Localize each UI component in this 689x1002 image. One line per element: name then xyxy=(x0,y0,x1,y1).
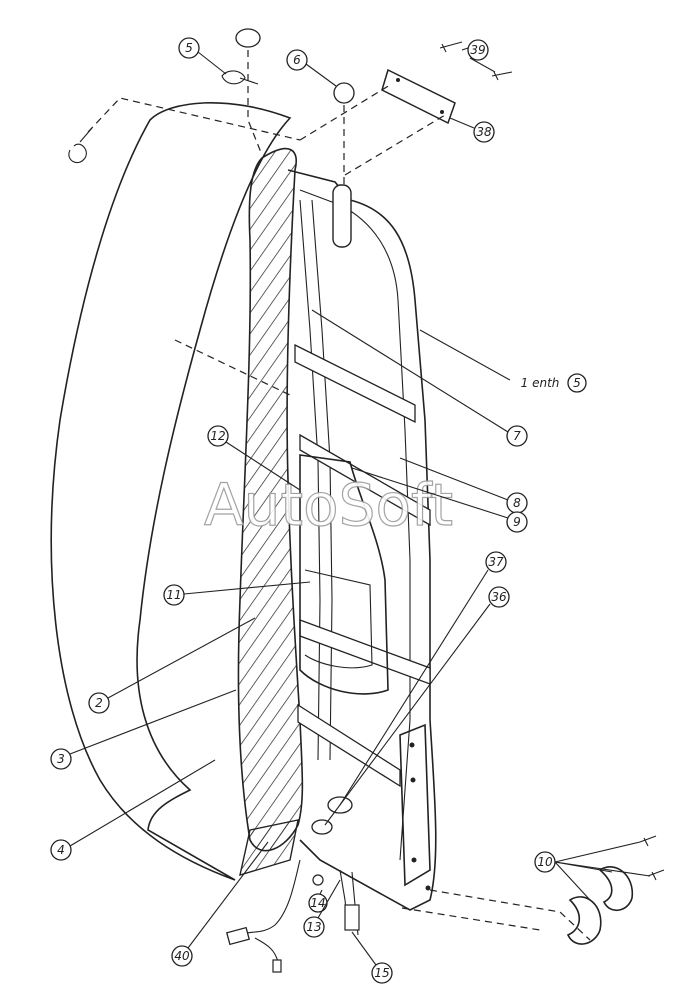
callout-10: 10 xyxy=(534,841,651,901)
callout-2: 2 xyxy=(88,617,256,714)
lumbar-plate-inner xyxy=(304,569,373,669)
callout-6: 6 xyxy=(286,49,337,87)
callout-11: 11 xyxy=(163,581,311,606)
bracket-hole-2 xyxy=(410,777,416,783)
assembly-line-3 xyxy=(299,84,391,141)
svg-text:40: 40 xyxy=(174,949,190,963)
cover-plate-hole-1 xyxy=(396,78,400,82)
screw-10a xyxy=(639,835,657,847)
callout-39: 39 xyxy=(461,39,496,73)
clip-5 xyxy=(221,70,259,85)
clip-14 xyxy=(312,874,324,886)
seat-frame xyxy=(287,169,437,911)
adjuster-knob-2 xyxy=(311,819,333,835)
callout-36: 36 xyxy=(324,586,510,826)
svg-text:14: 14 xyxy=(310,896,325,910)
connector-plug xyxy=(225,926,251,946)
callout-12: 12 xyxy=(207,425,301,491)
trim-piece-b xyxy=(598,866,633,911)
callout-38: 38 xyxy=(449,117,495,143)
callout-5: 5 xyxy=(178,37,227,75)
terminal-15 xyxy=(344,904,360,931)
trim-piece-a xyxy=(566,896,602,945)
svg-text:15: 15 xyxy=(374,966,389,980)
svg-text:37: 37 xyxy=(488,555,504,569)
bracket-hole-1 xyxy=(409,742,415,748)
cover-plate-hole-2 xyxy=(440,110,444,114)
cover-plate xyxy=(381,68,456,125)
assembly-line-6 xyxy=(401,907,541,931)
back-panel-foot xyxy=(239,819,299,877)
callout-4: 4 xyxy=(50,759,216,861)
callout-37: 37 xyxy=(339,551,507,806)
svg-text:6: 6 xyxy=(293,53,301,67)
assembly-line-1 xyxy=(247,50,263,156)
cap-6 xyxy=(333,82,355,104)
cross-strap-upper xyxy=(294,343,416,424)
watermark: AutoSoft xyxy=(204,471,453,539)
guide-pin-right xyxy=(600,185,610,215)
svg-text:13: 13 xyxy=(306,920,321,934)
svg-text:5: 5 xyxy=(573,376,581,390)
svg-text:12: 12 xyxy=(210,429,225,443)
back-panel-section xyxy=(237,147,304,852)
screw-10b xyxy=(647,869,665,881)
svg-text:5: 5 xyxy=(185,41,193,55)
svg-text:8: 8 xyxy=(513,496,521,510)
wire-tail xyxy=(254,937,279,963)
guide-pin-left xyxy=(332,184,352,248)
screw-39a xyxy=(439,41,463,53)
cross-strap-bottom xyxy=(297,703,401,788)
callout-9: 9 xyxy=(351,467,528,533)
callout-13: 13 xyxy=(303,879,341,938)
svg-text:10: 10 xyxy=(537,855,553,869)
bracket-hole-3 xyxy=(411,857,417,863)
assembly-line-5 xyxy=(429,889,591,941)
svg-text:39: 39 xyxy=(470,43,485,57)
svg-text:1 enth: 1 enth xyxy=(521,376,560,390)
svg-text:36: 36 xyxy=(491,590,507,604)
screw-39b xyxy=(491,71,513,81)
wire-terminal xyxy=(272,959,282,973)
assembly-line-4 xyxy=(344,114,446,176)
seat-cushion-outline xyxy=(50,101,292,881)
seat-cushion-dash-top xyxy=(87,97,301,141)
callout-3: 3 xyxy=(50,689,237,770)
callout-40: 40 xyxy=(171,841,269,967)
wire-harness xyxy=(239,859,301,936)
svg-text:3: 3 xyxy=(57,752,65,766)
svg-text:4: 4 xyxy=(57,843,65,857)
lumbar-plate xyxy=(299,454,389,695)
cross-strap-mid xyxy=(299,433,431,527)
callout-7: 7 xyxy=(311,309,528,447)
clip-left-hook xyxy=(68,127,93,164)
bracket-hole-4 xyxy=(425,885,431,891)
callout-14: 14 xyxy=(308,889,328,913)
mounting-bracket xyxy=(399,723,431,887)
callout-15: 15 xyxy=(351,931,393,984)
svg-text:7: 7 xyxy=(513,429,521,443)
svg-text:9: 9 xyxy=(513,515,521,529)
svg-text:2: 2 xyxy=(95,696,103,710)
svg-text:11: 11 xyxy=(166,588,181,602)
svg-text:38: 38 xyxy=(476,125,492,139)
callout-1: 1 enth 5 xyxy=(419,329,587,393)
seat-cushion-dash-mid xyxy=(174,339,291,396)
cap-upper xyxy=(235,28,261,48)
